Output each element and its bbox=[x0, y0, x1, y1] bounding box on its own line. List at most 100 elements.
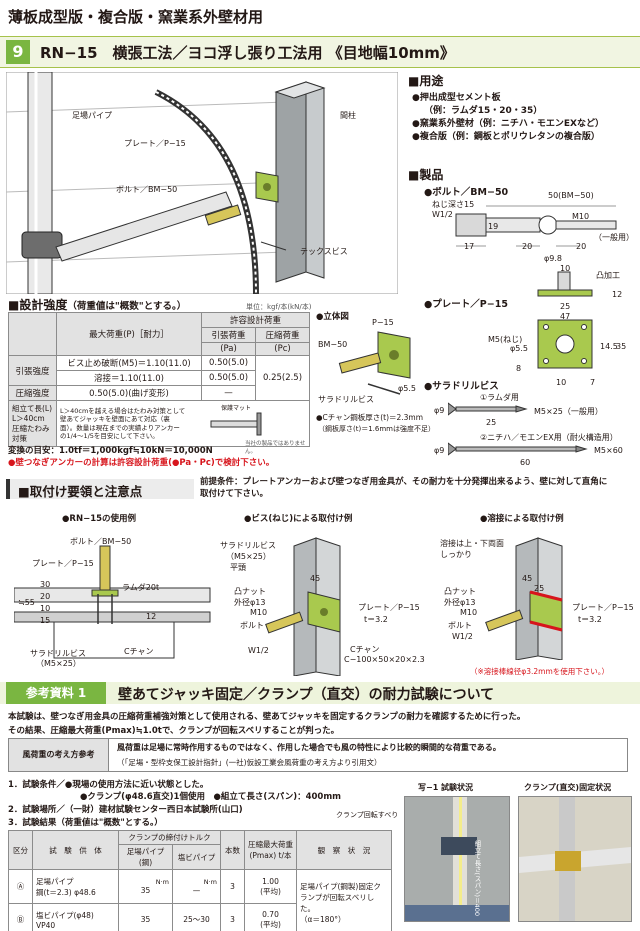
bolt-dim-len: 50(BM−50) bbox=[548, 191, 594, 200]
iso-note1: ●Cチャン鋼板厚さ(t)＝2.3mm bbox=[316, 413, 424, 422]
use-item: ●複合版（例：鋼板とポリウレタンの複合版） bbox=[412, 132, 600, 142]
screw2-drawing bbox=[448, 442, 588, 456]
ex2-label-w: W1/2 bbox=[248, 646, 269, 655]
fig-label-bolt: ボルト／BM−50 bbox=[116, 185, 178, 194]
bolt-dim-19: 19 bbox=[488, 222, 499, 231]
screw2-label: ②ニチハ／モエンEX用（耐火構造用） bbox=[480, 433, 618, 442]
ex2-drawing bbox=[265, 537, 341, 676]
ex1-dim-20: 20 bbox=[40, 592, 51, 601]
ex3-label-w: W1/2 bbox=[452, 632, 473, 641]
th-pull: 引張荷重 bbox=[201, 327, 256, 343]
ref-p2: その結果、圧縮最大荷重(Pmax)≒1.0tで、クランプが回転スベリすることが判… bbox=[8, 726, 340, 736]
iso-note2: （鋼板厚さ(t)＝1.6mmは強度不足） bbox=[318, 425, 435, 433]
screw1-spec: M5×25（一般用） bbox=[534, 407, 603, 416]
bolt-dim-17: 17 bbox=[464, 242, 475, 251]
ex1-dim-15: 15 bbox=[40, 616, 51, 625]
strength-warning: ●壁つなぎアンカーの計算は許容設計荷重(●Pa・Pc)で検討下さい。 bbox=[8, 458, 275, 468]
rowA-nm2: N·m bbox=[203, 878, 217, 886]
ex1-dim-30: 30 bbox=[40, 580, 51, 589]
iso-label-phi: φ5.5 bbox=[398, 384, 416, 393]
jack-note: 当社の製品ではありません。 bbox=[245, 441, 306, 455]
ex3-label-plate: プレート／P−15 bbox=[572, 603, 634, 612]
ex2-label-cspec: C−100×50×20×2.3 bbox=[344, 655, 425, 664]
th-pmax: 圧縮最大荷重(Pmax) t/本 bbox=[244, 830, 297, 870]
screw1-len: 25 bbox=[486, 418, 497, 427]
ex2-label-screw: サラドリルビス bbox=[220, 541, 276, 550]
plate-dim-convex: 凸加工 bbox=[596, 271, 620, 280]
ex1-label-lambda: ラムダ20t bbox=[122, 583, 160, 592]
use-item: ●押出成型セメント板 bbox=[412, 93, 501, 103]
iso-title: ●立体図 bbox=[316, 312, 349, 322]
plate-dim-47: 47 bbox=[560, 312, 571, 321]
install-premise: 前提条件：プレートアンカーおよび壁つなぎ用金具が、その耐力を十分発揮出来るよう、… bbox=[200, 477, 608, 499]
photo1-image bbox=[405, 797, 509, 921]
plate-dim-10: 10 bbox=[560, 264, 571, 273]
plate-dim-25: 25 bbox=[560, 302, 571, 311]
plate-dim-7: 7 bbox=[590, 378, 596, 387]
use-item: ●窯業系外壁材（例：ニチハ・モエンEXなど） bbox=[412, 119, 604, 129]
screw2-phi: φ9 bbox=[434, 446, 445, 455]
photo1-caption: 写−1 試験状況 bbox=[418, 783, 474, 792]
strength-subtitle: （荷重値は"概数"とする。） bbox=[67, 301, 187, 312]
ex3-dim-45: 45 bbox=[522, 574, 533, 583]
strength-title-text: ■設計強度 bbox=[8, 298, 68, 312]
rowA-div: Ⓐ bbox=[8, 869, 33, 904]
screw2-len: 60 bbox=[520, 458, 531, 467]
screw1-drawing bbox=[448, 402, 528, 416]
bolt-dim-note: （一般用） bbox=[594, 233, 634, 242]
ex1-label-screw-spec: （M5×25） bbox=[36, 659, 81, 668]
plate-label: ●プレート／P−15 bbox=[424, 299, 508, 310]
th-obs: 観 察 状 況 bbox=[296, 830, 392, 870]
ex3-drawing bbox=[485, 537, 563, 660]
ex1-drawing bbox=[14, 545, 211, 659]
bolt-drawing bbox=[455, 205, 617, 247]
bolt-dim-20b: 20 bbox=[576, 242, 587, 251]
plate-drawing bbox=[537, 271, 593, 369]
install-header: ■取付け要領と注意点 bbox=[6, 479, 194, 499]
screw-label: ●サラドリルビス bbox=[424, 381, 499, 392]
rowA-obj1: 足場パイプ bbox=[36, 876, 74, 886]
photo2-caption: クランプ(直交)固定状況 bbox=[524, 783, 612, 792]
main-illustration bbox=[6, 72, 398, 294]
ex1-label-cchan: Cチャン bbox=[124, 647, 154, 656]
iso-label-plate: P−15 bbox=[372, 318, 394, 327]
rowB-obj1: 塩ビパイプ(φ48) bbox=[36, 910, 94, 920]
rowA-count: 3 bbox=[220, 869, 245, 904]
ex2-label-t: t＝3.2 bbox=[364, 615, 388, 624]
ex1-label-plate: プレート／P−15 bbox=[32, 559, 94, 568]
th-max: 最大荷重(P)［耐力］ bbox=[56, 312, 202, 356]
ex2-dim-45: 45 bbox=[310, 574, 321, 583]
jack-icon bbox=[210, 412, 262, 436]
th-count: 本数 bbox=[220, 830, 245, 870]
test-place: 2．試験場所／（一財）建材試験センター西日本試験所(山口) bbox=[8, 805, 243, 815]
cell-screw-break: ビス止め破断(M5)＝1.10(11.0) bbox=[56, 355, 202, 371]
screw2-spec: M5×60 bbox=[594, 446, 623, 455]
ref-p1: 本試験は、壁つなぎ用金具の圧縮荷重補強対策として使用される、壁あてジャッキを固定… bbox=[8, 712, 526, 722]
th-allow: 許容設計荷重 bbox=[201, 312, 310, 328]
cell-pc: 0.25(2.5) bbox=[255, 355, 310, 401]
ex3-label-firm: しっかり bbox=[440, 550, 472, 559]
strength-conversion: 変換の目安：1.0tf＝1,000kgf≒10kN＝10,000N bbox=[8, 446, 213, 456]
ref-bar bbox=[0, 682, 640, 704]
ex1-dim-55: ≒55 bbox=[18, 598, 35, 607]
use-list: ●押出成型セメント板 （例：ラムダ15・20・35） ●窯業系外壁材（例：ニチハ… bbox=[412, 92, 604, 144]
bolt-dim-phi: φ9.8 bbox=[544, 254, 562, 263]
ex2-label-flat: 平頭 bbox=[230, 563, 246, 572]
plate-dim-phi: φ5.5 bbox=[510, 344, 528, 353]
th-comp: 圧縮荷重 bbox=[255, 327, 310, 343]
screw1-phi: φ9 bbox=[434, 406, 445, 415]
page-top-title: 薄板成型版・複合版・窯業系外壁材用 bbox=[8, 8, 264, 26]
wind-label: 風荷重の考え方参考 bbox=[9, 739, 109, 771]
bolt-label: ●ボルト／BM−50 bbox=[424, 187, 509, 198]
ex2-label-nut: 凸ナット bbox=[234, 587, 266, 596]
fig-label-post: 間柱 bbox=[340, 111, 356, 120]
ex2-label-spec: （M5×25） bbox=[226, 552, 271, 561]
ex3-label-nut-d: 外径φ13 bbox=[444, 598, 476, 607]
assembly-note: L＞40cmを越える場合はたわみ対策として壁あてジャッキを壁面にあて対応（裏面）… bbox=[60, 406, 186, 441]
fig-label-screw: テックスビス bbox=[300, 247, 348, 256]
screw1-label: ①ラムダ用 bbox=[480, 393, 519, 402]
rowB-count: 3 bbox=[220, 903, 245, 931]
use-item: （例：ラムダ15・20・35） bbox=[424, 106, 543, 116]
plate-dim-35: 35 bbox=[616, 342, 627, 351]
ex3-label-bolt: ボルト bbox=[448, 621, 472, 630]
